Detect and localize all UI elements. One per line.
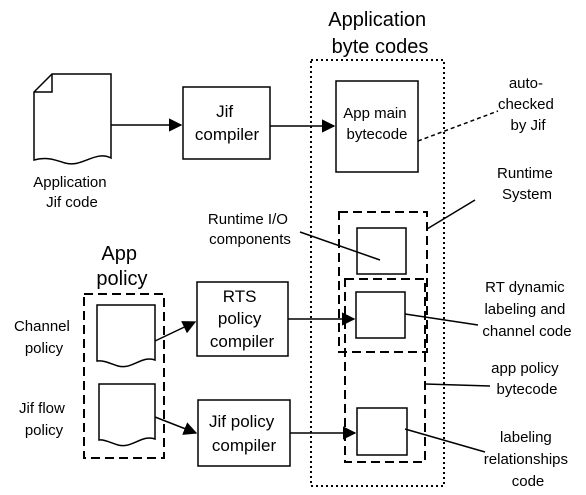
- labeling-relationships-label: labeling relationships code: [484, 429, 572, 490]
- rt-dynamic-box: [355, 291, 406, 339]
- application-bytecodes-title: Application byte codes: [328, 9, 431, 58]
- runtime-system-label: Runtime System: [497, 165, 557, 203]
- app-policy-container: [83, 293, 165, 459]
- auto-checked-connector: [417, 110, 499, 142]
- rt-dynamic-connector: [404, 313, 479, 326]
- jif-compiler-label: Jif compiler: [195, 102, 260, 144]
- arrow-flow-policy-to-jif-compiler: [154, 416, 198, 435]
- application-bytecodes-container: [310, 59, 445, 487]
- app-main-bytecode-box: [335, 80, 419, 173]
- runtime-system-connector: [426, 199, 476, 230]
- rt-dynamic-label: RT dynamic labeling and channel code: [482, 279, 571, 340]
- channel-policy-document: [96, 304, 156, 368]
- jif-flow-policy-label: Jif flow policy: [19, 400, 69, 439]
- app-policy-bytecode-connector: [424, 383, 491, 387]
- channel-policy-label: Channel policy: [14, 318, 74, 357]
- application-jif-code-document: [33, 73, 112, 165]
- rts-policy-compiler-label: RTS policy compiler: [210, 287, 275, 351]
- auto-checked-label: auto- checked by Jif: [498, 75, 558, 134]
- app-policy-bytecode-label: app policy bytecode: [491, 360, 563, 398]
- arrow-channel-to-rts-compiler: [154, 321, 197, 342]
- jif-policy-compiler-box: [197, 399, 291, 467]
- app-policy-title: App policy: [96, 243, 147, 290]
- runtime-io-connector: [299, 231, 381, 261]
- labeling-relationships-box: [356, 407, 408, 456]
- app-main-bytecode-label: App main bytecode: [343, 105, 411, 143]
- jif-compiler-box: [182, 86, 271, 160]
- app-policy-bytecode-container: [344, 278, 426, 463]
- runtime-io-box: [356, 227, 407, 275]
- application-jif-code-label: Application Jif code: [33, 174, 111, 211]
- runtime-io-label: Runtime I/O components: [208, 211, 292, 248]
- jif-flow-policy-document: [98, 383, 156, 447]
- runtime-system-container: [338, 211, 428, 353]
- jif-policy-compiler-label: Jif policy compiler: [209, 412, 279, 455]
- labeling-relationships-connector: [404, 428, 486, 453]
